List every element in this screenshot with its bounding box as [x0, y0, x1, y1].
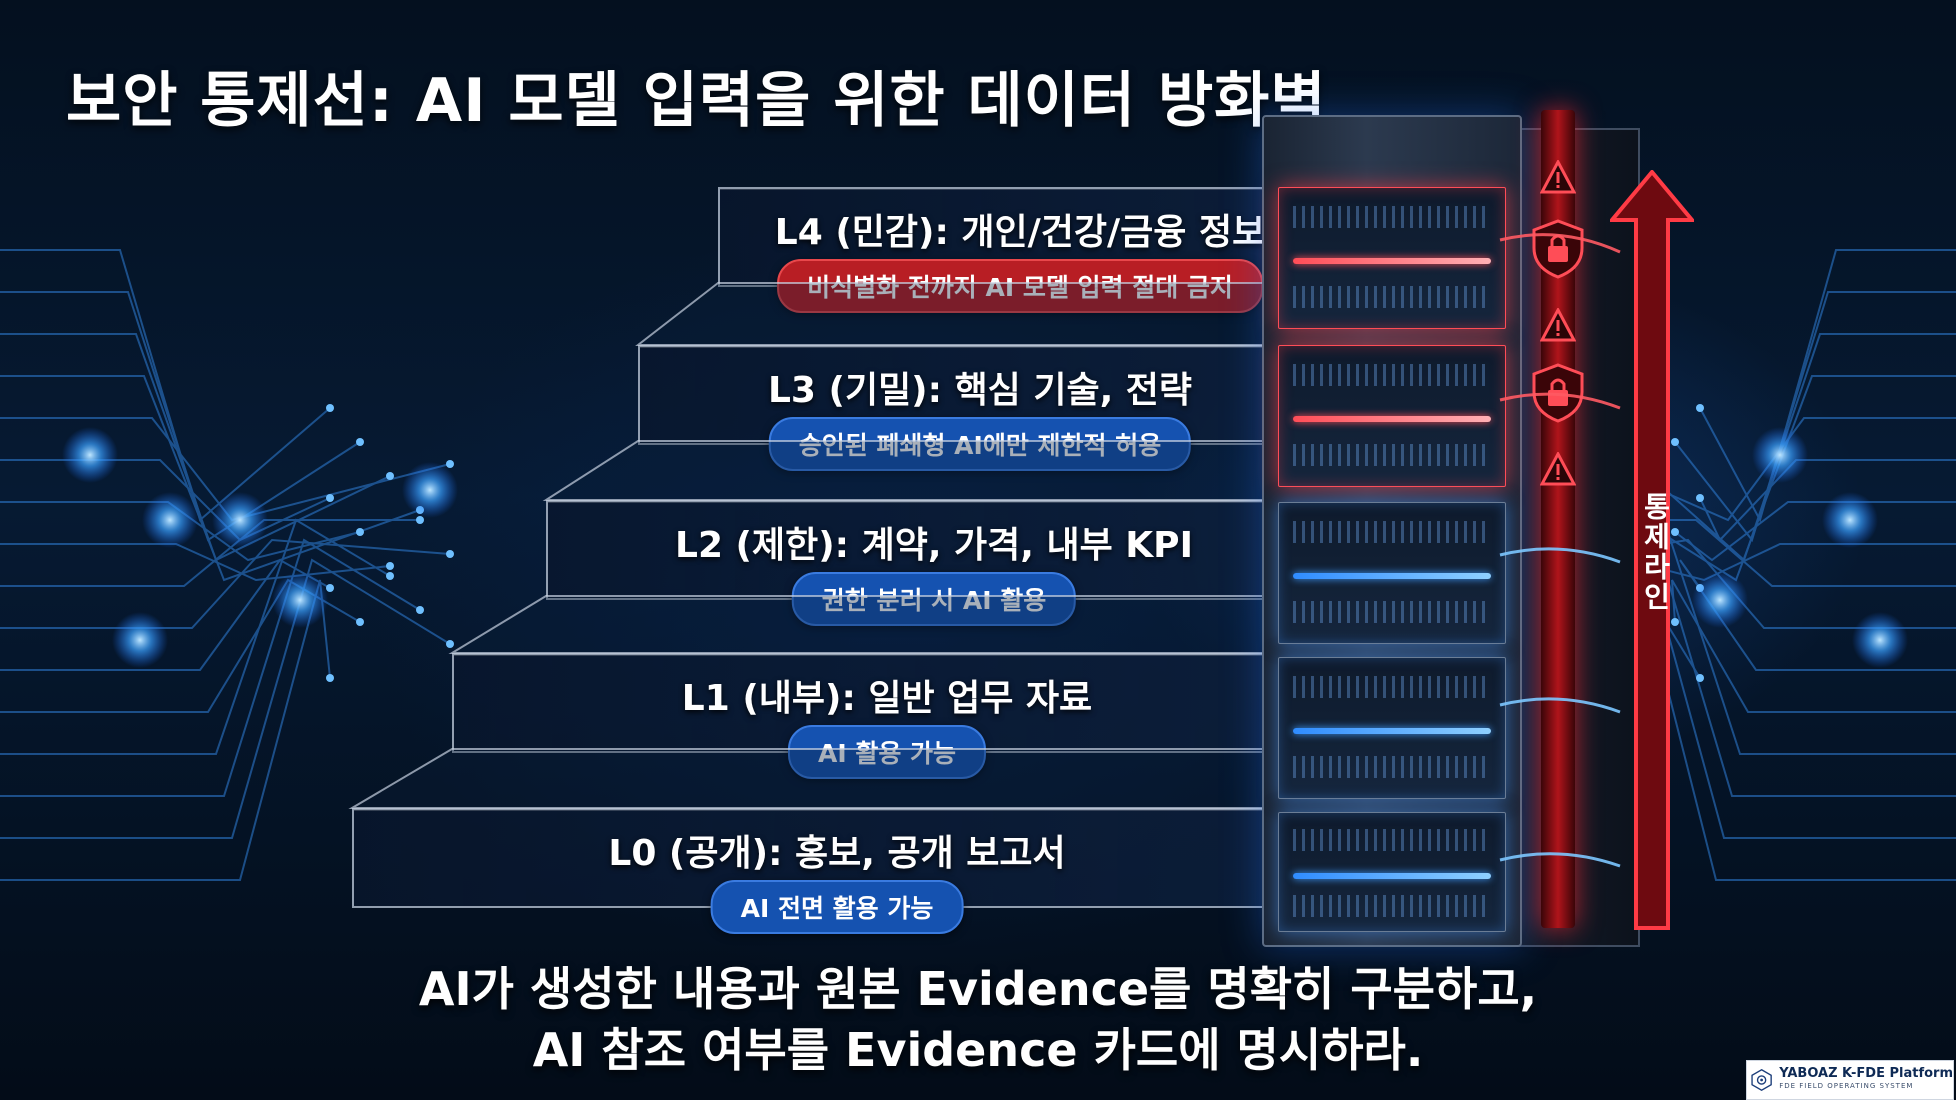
level-rule-badge: 승인된 폐쇄형 AI에만 제한적 허용 [768, 417, 1192, 471]
circuit-trace [1699, 249, 1956, 523]
circuit-node [1696, 494, 1704, 502]
control-line-label: 통제라인 [1639, 492, 1672, 612]
circuit-trace [1699, 459, 1956, 542]
circuit-node [1696, 404, 1704, 412]
platform-logo-icon [1751, 1068, 1772, 1092]
page-title: 보안 통제선: AI 모델 입력을 위한 데이터 방화벽 [66, 66, 1327, 136]
circuit-node [1671, 618, 1679, 626]
level-label: L4 (민감): 개인/건강/금융 정보 [774, 212, 1266, 253]
level-step-l2: L2 (제한): 계약, 가격, 내부 KPI 권한 분리 시 AI 활용 [546, 500, 1320, 626]
server-unit [1278, 812, 1506, 932]
circuit-glow [272, 572, 328, 628]
server-unit [1278, 345, 1506, 487]
circuit-node [326, 584, 334, 592]
warning-triangle-icon [1540, 308, 1576, 342]
platform-subtitle: FDE FIELD OPERATING SYSTEM [1779, 1082, 1914, 1090]
level-label: L1 (내부): 일반 업무 자료 [681, 678, 1093, 719]
circuit-trace [1649, 543, 1956, 582]
warning-triangle-icon [1540, 160, 1576, 194]
circuit-node [326, 494, 334, 502]
circuit-node [326, 404, 334, 412]
level-rule-badge: 권한 분리 시 AI 활용 [791, 572, 1077, 626]
circuit-glow [112, 612, 168, 668]
level-label: L0 (공개): 홍보, 공개 보고서 [608, 833, 1066, 874]
footer-line-1: AI가 생성한 내용과 원본 Evidence를 명확히 구분하고, [418, 962, 1538, 1016]
circuit-trace [0, 518, 391, 755]
circuit-glow [1752, 427, 1808, 483]
circuit-trace [0, 538, 421, 797]
circuit-node [386, 572, 394, 580]
circuit-node [446, 550, 454, 558]
circuit-node [446, 460, 454, 468]
circuit-trace [0, 375, 421, 582]
circuit-trace [0, 519, 420, 587]
circuit-node [356, 528, 364, 536]
circuit-glow [402, 462, 458, 518]
circuit-trace [0, 249, 331, 522]
circuit-node [416, 516, 424, 524]
circuit-node [386, 472, 394, 480]
footer-line-2: AI 참조 여부를 Evidence 카드에 명시하라. [532, 1023, 1424, 1077]
circuit-trace [0, 579, 331, 881]
circuit-trace [0, 417, 451, 522]
server-rack [1262, 115, 1522, 947]
circuit-node [446, 640, 454, 648]
level-label: L3 (기밀): 핵심 기술, 전략 [767, 370, 1193, 411]
level-rule-badge: AI 활용 가능 [787, 725, 987, 779]
server-unit [1278, 187, 1506, 329]
circuit-glow [1822, 492, 1878, 548]
circuit-node [356, 438, 364, 446]
level-rule-badge: 비식별화 전까지 AI 모델 입력 절대 금지 [777, 259, 1263, 313]
circuit-node [1671, 528, 1679, 536]
circuit-glow [62, 427, 118, 483]
circuit-glow [142, 492, 198, 548]
circuit-trace [0, 543, 391, 582]
circuit-trace [0, 501, 361, 562]
circuit-node [356, 618, 364, 626]
circuit-node [1696, 674, 1704, 682]
circuit-node [416, 606, 424, 614]
platform-name: YABOAZ K-FDE Platform [1779, 1066, 1953, 1081]
platform-badge: YABOAZ K-FDE Platform FDE FIELD OPERATIN… [1746, 1060, 1954, 1100]
level-step-l1: L1 (내부): 일반 업무 자료 AI 활용 가능 [452, 653, 1320, 779]
up-arrow-icon [1610, 170, 1694, 930]
circuit-node [326, 674, 334, 682]
level-step-l4: L4 (민감): 개인/건강/금융 정보 비식별화 전까지 AI 모델 입력 절… [718, 187, 1320, 313]
circuit-glow [212, 492, 268, 548]
circuit-node [1671, 438, 1679, 446]
circuit-trace [0, 558, 451, 839]
warning-triangle-icon [1540, 452, 1576, 486]
level-rule-badge: AI 전면 활용 가능 [710, 880, 964, 934]
circuit-trace [0, 291, 361, 542]
circuit-trace [1674, 291, 1956, 543]
server-unit [1278, 502, 1506, 644]
circuit-glow [1692, 572, 1748, 628]
level-step-l0: L0 (공개): 홍보, 공개 보고서 AI 전면 활용 가능 [352, 808, 1320, 934]
circuit-node [386, 562, 394, 570]
circuit-glow [1852, 612, 1908, 668]
level-label: L2 (제한): 계약, 가격, 내부 KPI [675, 525, 1193, 566]
circuit-trace [0, 538, 451, 629]
server-unit [1278, 657, 1506, 799]
